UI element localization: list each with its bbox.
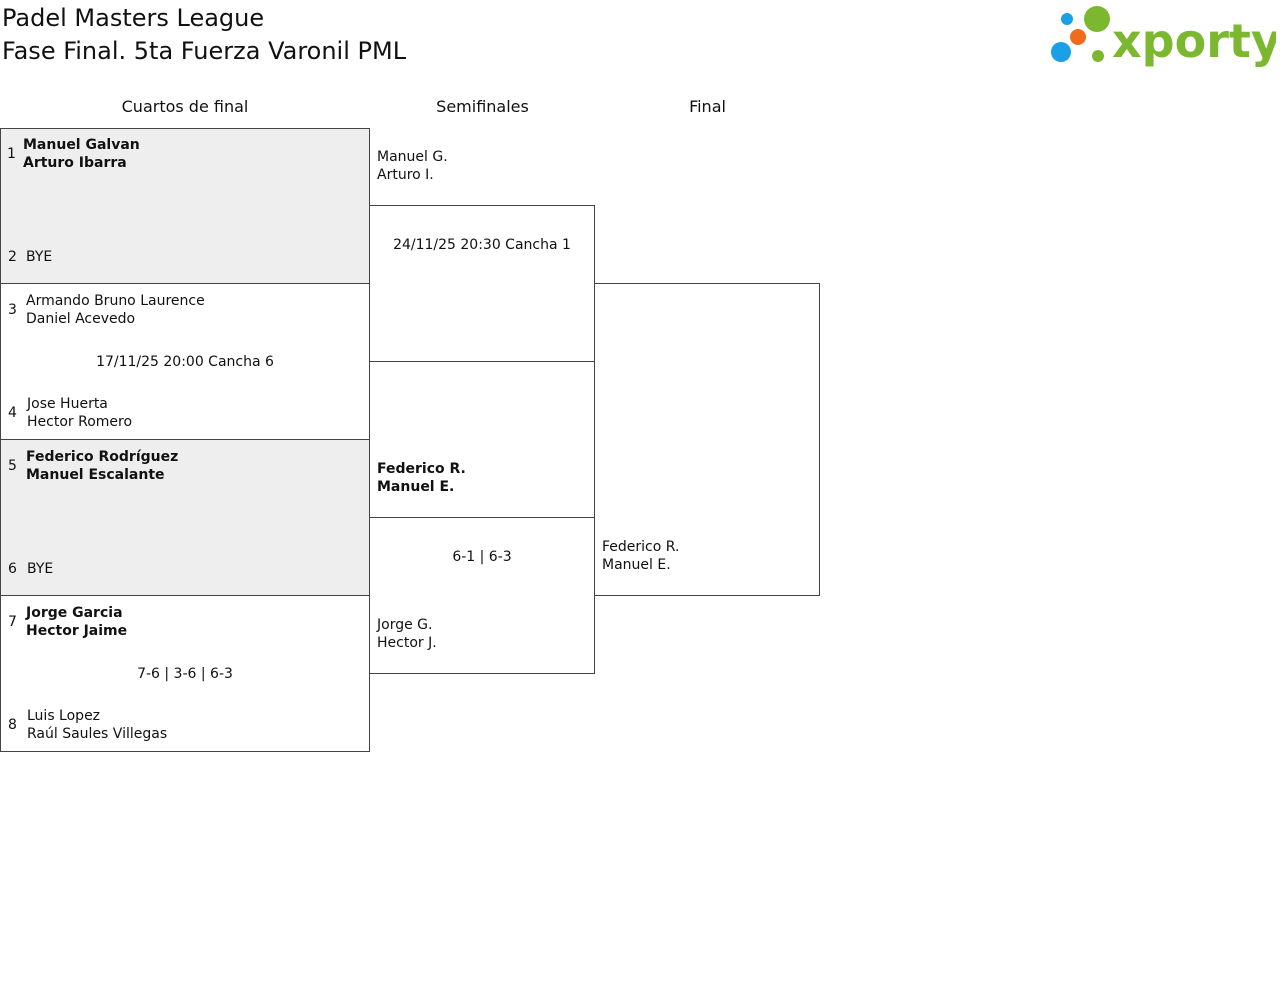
sf-match-2[interactable] — [369, 517, 595, 674]
player-name: Manuel E. — [377, 479, 455, 495]
match-schedule: 24/11/25 20:30 Cancha 1 — [393, 237, 571, 253]
round-header-final: Final — [689, 97, 726, 116]
match-score: 7-6 | 3-6 | 6-3 — [137, 666, 233, 682]
player-name: Hector Romero — [27, 414, 133, 430]
qf-match-1[interactable] — [0, 128, 370, 284]
league-title: Padel Masters League — [2, 4, 265, 32]
round-header-quarterfinals: Cuartos de final — [121, 97, 249, 116]
player-name: Hector J. — [377, 635, 437, 651]
phase-title: Fase Final. 5ta Fuerza Varonil PML — [2, 37, 407, 65]
seed-number: 4 — [8, 405, 17, 421]
player-name: Manuel Galvan — [23, 137, 140, 153]
xporty-logo: xporty — [1051, 6, 1276, 68]
player-name: Federico R. — [377, 461, 466, 477]
player-name: Manuel G. — [377, 149, 448, 165]
player-name: Federico R. — [602, 539, 680, 555]
player-name: Federico Rodríguez — [26, 449, 179, 465]
player-name: Arturo Ibarra — [23, 155, 127, 171]
player-name: Daniel Acevedo — [26, 311, 136, 327]
player-name: Arturo I. — [377, 167, 434, 183]
player-name: Jose Huerta — [27, 396, 108, 412]
match-score: 6-1 | 6-3 — [452, 549, 512, 565]
seed-number: 8 — [8, 717, 17, 733]
qf-match-4[interactable] — [0, 595, 370, 752]
round-header-semifinals: Semifinales — [436, 97, 529, 116]
seed-number: 7 — [8, 614, 17, 630]
player-name: BYE — [26, 249, 53, 265]
seed-number: 3 — [8, 302, 17, 318]
player-name: Raúl Saules Villegas — [27, 726, 168, 742]
seed-number: 6 — [8, 561, 17, 577]
match-schedule: 17/11/25 20:00 Cancha 6 — [96, 354, 274, 370]
player-name: Luis Lopez — [27, 708, 101, 724]
final-match[interactable] — [594, 283, 820, 596]
player-name: Hector Jaime — [26, 623, 128, 639]
sf-match-1[interactable] — [369, 205, 595, 362]
logo-wordmark: xporty — [1112, 14, 1276, 68]
qf-match-2[interactable] — [0, 283, 370, 440]
player-name: Jorge Garcia — [26, 605, 123, 621]
seed-number: 5 — [8, 458, 17, 474]
seed-number: 1 — [7, 146, 16, 162]
player-name: BYE — [27, 561, 54, 577]
player-name: Manuel E. — [602, 557, 671, 573]
seed-number: 2 — [8, 249, 17, 265]
player-name: Manuel Escalante — [26, 467, 165, 483]
player-name: Armando Bruno Laurence — [26, 293, 205, 309]
player-name: Jorge G. — [377, 617, 433, 633]
